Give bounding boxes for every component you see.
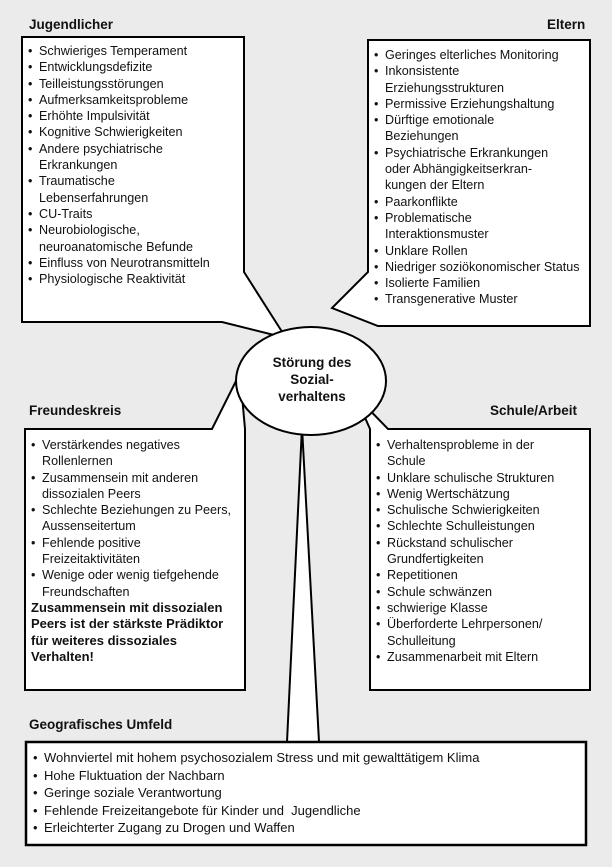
list-item: Paarkonflikte [374,194,586,211]
list-item: Schule schwänzen [376,584,586,601]
list-item: Unklare Rollen [374,243,586,260]
list-item: Fehlende Freizeitangebote für Kinder und… [33,802,581,820]
list-item: Einfluss von Neurotransmitteln [28,255,240,272]
list-item: Isolierte Familien [374,275,586,292]
list-item: Dürftige emotionale Beziehungen [374,112,525,145]
list-item: Erhöhte Impulsivität [28,108,240,125]
list-item: Neurobiologische, neuroanatomische Befun… [28,222,239,255]
list-item: Unklare schulische Strukturen [376,470,586,487]
center-label-line3: verhaltens [278,389,346,404]
list-item: Verstärkendes negatives Rollenlernen [31,437,217,470]
list-item: Permissive Erziehungshaltung [374,96,586,113]
list-item: Rückstand schulischer Grundfertigkeiten [376,535,527,568]
center-label: Störung des Sozial- verhaltens [250,354,374,405]
center-ellipse [235,326,387,436]
list-item: Entwicklungsdefizite [28,59,240,76]
list-item: Traumatische Lebenserfahrungen [28,173,169,206]
list-item: Transgenerative Muster [374,291,586,308]
list-item: Problematische Interaktionsmuster [374,210,525,243]
center-label-line1: Störung des [272,355,352,370]
list-item: Verhaltensprobleme in der Schule [376,437,562,470]
list-item: Wenig Wertschätzung [376,486,586,503]
schule-list-box: Verhaltensprobleme in der Schule Unklare… [376,437,586,665]
list-item: Repetitionen [376,567,586,584]
center-label-line2: Sozial- [290,372,334,387]
jugendlicher-title: Jugendlicher [29,17,114,32]
list-item: Überforderte Lehrpersonen/ Schulleitung [376,616,572,649]
list-item: Psychiatrische Erkrankungen oder Abhängi… [374,145,573,194]
list-item: Zusammenarbeit mit Eltern [376,649,586,666]
freundeskreis-title: Freundeskreis [29,403,122,418]
freundeskreis-note: Zusammensein mit dissozialen Peers ist d… [31,599,224,665]
list-item: Schlechte Beziehungen zu Peers, Aussense… [31,502,232,535]
list-item: Niedriger soziökonomischer Status [374,259,585,276]
list-item: Kognitive Schwierigkeiten [28,124,240,141]
list-item: Geringes elterliches Monitoring [374,47,586,64]
list-item: Erleichterter Zugang zu Drogen und Waffe… [33,819,581,837]
umfeld-pointer [285,426,321,743]
list-item: Hohe Fluktuation der Nachbarn [33,767,581,785]
list-item: Inkonsistente Erziehungsstrukturen [374,63,535,96]
eltern-list-box: Geringes elterliches Monitoring Inkonsis… [374,47,586,308]
umfeld-list-box: Wohnviertel mit hohem psychosozialem Str… [33,749,581,837]
list-item: Aufmerksamkeitsprobleme [28,92,240,109]
list-item: Schulische Schwierigkeiten [376,502,586,519]
eltern-title: Eltern [547,17,586,32]
freundeskreis-list-box: Verstärkendes negatives Rollenlernen Zus… [31,437,241,666]
list-item: Andere psychiatrische Erkrankungen [28,141,199,174]
list-item: Schlechte Schulleistungen [376,518,586,535]
schule-title: Schule/Arbeit [490,403,578,418]
umfeld-title: Geografisches Umfeld [29,717,173,732]
list-item: Geringe soziale Verantwortung [33,784,581,802]
list-item: Fehlende positive Freizeitaktivitäten [31,535,192,568]
list-item: schwierige Klasse [376,600,586,617]
list-item: Teilleistungsstörungen [28,76,240,93]
list-item: Zusammensein mit anderen dissozialen Pee… [31,470,232,503]
list-item: CU-Traits [28,206,240,223]
list-item: Wohnviertel mit hohem psychosozialem Str… [33,749,581,767]
list-item: Schwieriges Temperament [28,43,240,60]
list-item: Wenige oder wenig tiefgehende Freundscha… [31,567,247,600]
list-item: Physiologische Reaktivität [28,271,240,288]
jugendlicher-list-box: Schwieriges Temperament Entwicklungsdefi… [28,43,240,288]
